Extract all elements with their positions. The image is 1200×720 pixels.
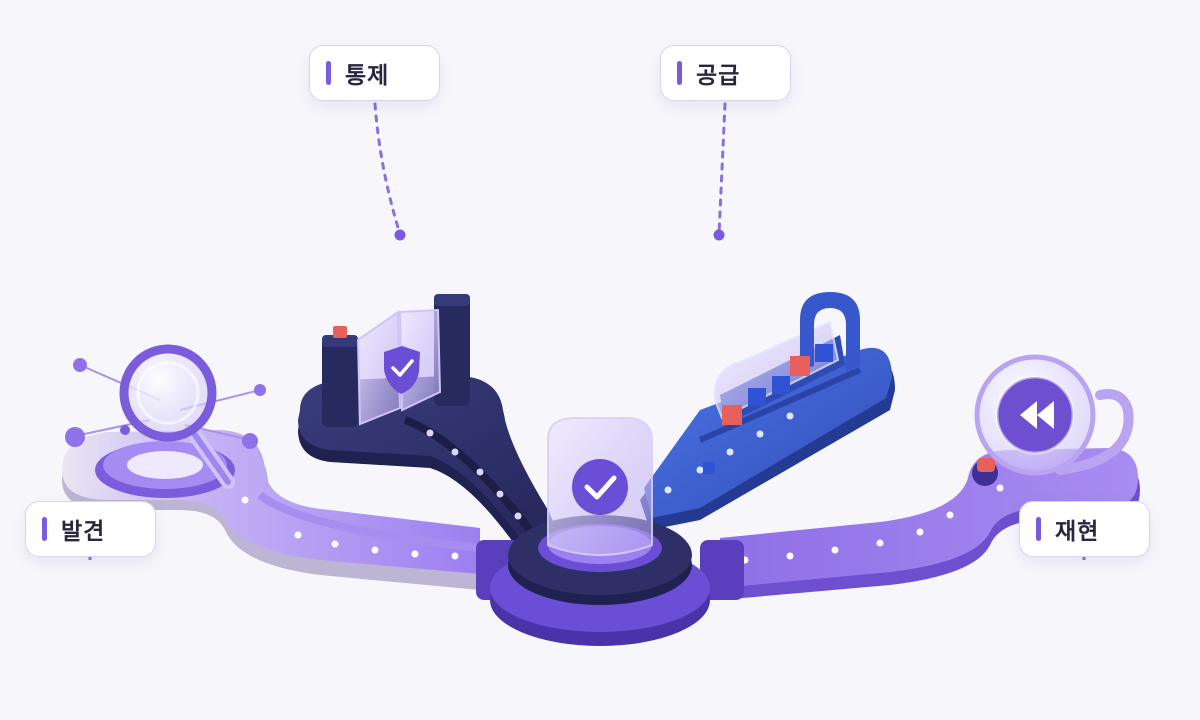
discover-station <box>65 344 266 498</box>
stage-label-text: 공급 <box>696 63 741 89</box>
leader-supply-dot <box>713 229 725 241</box>
conveyor-boxes-icon <box>722 344 833 425</box>
rewind-icon <box>974 354 1096 476</box>
verified-check-icon <box>572 459 628 515</box>
stage-label-supply: 공급 <box>660 45 791 101</box>
gate-post-left <box>322 335 358 427</box>
stage-label-text: 발견 <box>61 519 106 545</box>
reproduce-station <box>972 354 1134 486</box>
supply-box-blue <box>703 462 715 474</box>
label-accent-bar <box>42 517 47 541</box>
stage-label-control: 통제 <box>309 45 440 101</box>
shield-check-icon <box>384 346 420 394</box>
red-light <box>333 326 347 338</box>
gate-panel-left <box>356 310 402 426</box>
label-accent-bar <box>677 61 682 85</box>
stage-label-text: 재현 <box>1055 519 1100 545</box>
leader-supply <box>717 102 727 236</box>
label-accent-bar <box>326 61 331 85</box>
stage-label-text: 통제 <box>345 63 390 89</box>
red-button <box>977 458 995 472</box>
leader-control <box>373 102 402 236</box>
center-hub <box>490 417 710 646</box>
tunnel-arch <box>800 292 860 372</box>
gate-post-right <box>434 294 470 406</box>
stage-label-reproduce: 재현 <box>1019 501 1150 557</box>
control-arm <box>298 294 560 552</box>
leader-control-dot <box>394 229 406 241</box>
supply-arm <box>640 292 895 530</box>
label-accent-bar <box>1036 517 1041 541</box>
magnifier-icon <box>119 344 235 489</box>
stage-label-discover: 발견 <box>25 501 156 557</box>
leader-lines <box>88 102 1086 564</box>
